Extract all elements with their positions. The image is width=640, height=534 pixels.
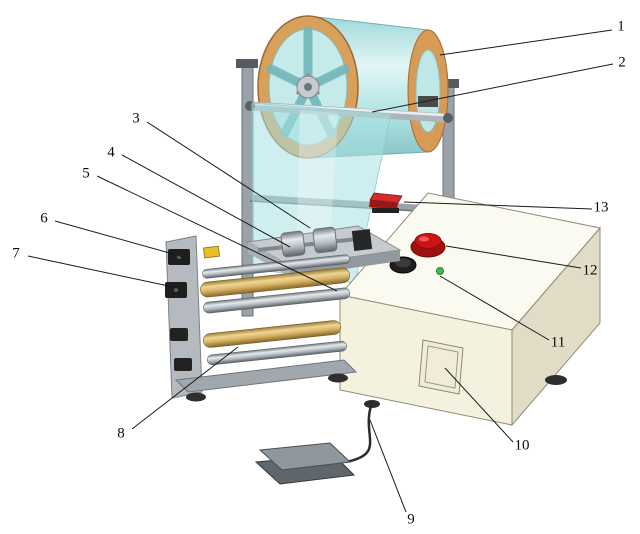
leader-3 [146, 121, 311, 229]
labeling-head [165, 225, 402, 402]
callout-1: 1 [617, 18, 625, 35]
shaft-end-bracket [351, 228, 373, 252]
sensor-front [369, 200, 398, 210]
machine-foot-right [328, 373, 348, 383]
leader-2 [371, 63, 614, 113]
callout-2: 2 [618, 54, 626, 71]
leader-11 [439, 275, 550, 341]
leader-13 [403, 201, 593, 210]
leader-9 [369, 419, 407, 513]
callout-9: 9 [407, 511, 415, 528]
callout-3: 3 [132, 110, 140, 127]
label-sensor [369, 192, 403, 213]
callout-10: 10 [514, 437, 530, 454]
tan-roller-lower [203, 320, 341, 348]
press-wheel-shaft [257, 236, 367, 252]
clamp-screw [173, 287, 179, 293]
guide-bar-right-cap [443, 113, 453, 123]
label-roll-right-core [415, 49, 441, 133]
adjuster-block-yellow [203, 245, 221, 259]
leader-6 [54, 220, 185, 258]
callout-6: 6 [40, 210, 48, 227]
callout-4: 4 [107, 144, 115, 161]
hub-bolt [306, 73, 310, 77]
reel-hub-center [304, 83, 312, 91]
left-post-cap [236, 59, 258, 68]
callout-7: 7 [12, 245, 20, 262]
bar-clamp-block [418, 96, 438, 107]
machine-foot-left [186, 392, 206, 402]
hub-bolt [316, 91, 320, 95]
callout-8: 8 [117, 425, 125, 442]
leader-8 [131, 346, 239, 430]
cable-gland [364, 400, 380, 408]
leader-12 [445, 245, 582, 269]
base-bar [174, 359, 358, 393]
tan-roller-upper [200, 267, 350, 298]
stop-button[interactable] [414, 233, 442, 249]
callout-13: 13 [593, 199, 609, 216]
press-wheel-left [280, 230, 306, 258]
stop-button-highlight [419, 236, 429, 242]
machine-cabinet [339, 192, 601, 427]
callout-5: 5 [82, 165, 90, 182]
hub-bolt [296, 91, 300, 95]
leader-4 [121, 154, 291, 248]
callout-12: 12 [582, 262, 598, 279]
plate-block-b [174, 358, 192, 371]
leader-5 [96, 175, 338, 292]
foot-pedal[interactable] [258, 442, 352, 471]
press-wheel-right [312, 226, 338, 254]
callout-11: 11 [550, 334, 566, 351]
leader-7 [27, 255, 179, 289]
pedal-cable [345, 405, 373, 464]
cabinet-foot [545, 375, 567, 385]
cabinet-right-face [511, 226, 601, 427]
access-panel-inner [424, 345, 459, 389]
drive-roller [203, 287, 350, 314]
access-panel [418, 339, 464, 395]
sensor-bracket [372, 208, 399, 213]
leader-1 [439, 29, 613, 56]
lower-guide-roller [207, 340, 347, 366]
leader-lines [27, 29, 614, 513]
plate-block-a [170, 328, 188, 341]
foot-switch-assembly [254, 405, 373, 485]
left-side-plate [165, 235, 203, 399]
leader-10 [444, 367, 514, 443]
indicator-light [436, 267, 444, 275]
